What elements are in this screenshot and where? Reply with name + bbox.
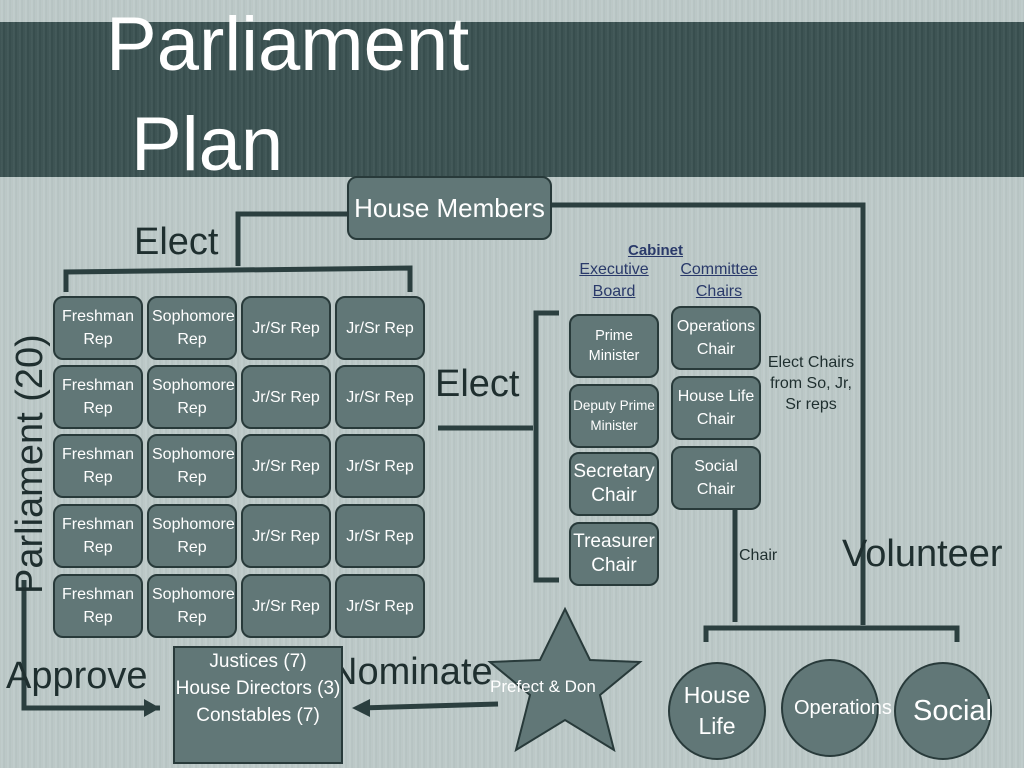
elect-label-top: Elect (134, 221, 219, 263)
chair-label: Chair (739, 547, 778, 564)
elect-label-cabinet: Elect (435, 363, 520, 405)
parliament-rep-box: Jr/Sr Rep (241, 365, 331, 429)
deputy-prime-minister-box: Deputy Prime Minister (569, 384, 659, 448)
parliament-rep-box: Sophomore Rep (147, 296, 237, 360)
social-chair-box: Social Chair (671, 446, 761, 510)
executive-board-heading: Executive Board (579, 261, 649, 300)
parliament-rep-box: Jr/Sr Rep (241, 434, 331, 498)
elect-chairs-note: Elect Chairs from So, Jr, Sr reps (767, 354, 855, 413)
parliament-rep-box: Jr/Sr Rep (335, 504, 425, 568)
social-circle: Social (894, 662, 992, 760)
parliament-rep-box: Jr/Sr Rep (335, 365, 425, 429)
house-directors-text: House Directors (3) (175, 678, 341, 699)
house-life-circle: House Life (668, 662, 766, 760)
judiciary-box: Justices (7) House Directors (3) Constab… (173, 646, 343, 764)
parliament-rep-box: Jr/Sr Rep (335, 434, 425, 498)
parliament-rep-box: Jr/Sr Rep (241, 504, 331, 568)
volunteer-label: Volunteer (842, 533, 1003, 575)
title-band (0, 22, 1024, 177)
house-members-box: House Members (347, 176, 552, 240)
nominate-label: Nominate (330, 651, 493, 693)
prime-minister-box: Prime Minister (569, 314, 659, 378)
parliament-rep-box: Freshman Rep (53, 365, 143, 429)
parliament-rep-box: Freshman Rep (53, 574, 143, 638)
parliament-rep-box: Sophomore Rep (147, 574, 237, 638)
prefect-star-shape (487, 606, 643, 753)
operations-circle: Operations (781, 659, 892, 757)
committee-chairs-heading: Committee Chairs (680, 261, 758, 300)
secretary-chair-box: Secretary Chair (569, 452, 659, 516)
cabinet-heading: Cabinet (628, 242, 684, 259)
parliament-rep-box: Jr/Sr Rep (241, 296, 331, 360)
treasurer-chair-box: Treasurer Chair (569, 522, 659, 586)
parliament-rep-box: Jr/Sr Rep (335, 574, 425, 638)
parliament-rep-box: Jr/Sr Rep (335, 296, 425, 360)
parliament-count-label: Parliament (20) (9, 334, 51, 594)
constables-text: Constables (7) (196, 705, 320, 726)
parliament-rep-box: Sophomore Rep (147, 365, 237, 429)
parliament-rep-box: Freshman Rep (53, 504, 143, 568)
approve-label: Approve (6, 655, 148, 697)
house-life-chair-box: House Life Chair (671, 376, 761, 440)
title-line-2: Plan (131, 102, 284, 187)
operations-chair-box: Operations Chair (671, 306, 761, 370)
parliament-rep-box: Jr/Sr Rep (241, 574, 331, 638)
parliament-rep-box: Sophomore Rep (147, 504, 237, 568)
parliament-rep-box: Sophomore Rep (147, 434, 237, 498)
prefect-don-label: Prefect & Don (490, 677, 596, 696)
justices-text: Justices (7) (209, 651, 307, 672)
title-line-1: Parliament (106, 2, 470, 87)
parliament-rep-box: Freshman Rep (53, 434, 143, 498)
parliament-rep-box: Freshman Rep (53, 296, 143, 360)
